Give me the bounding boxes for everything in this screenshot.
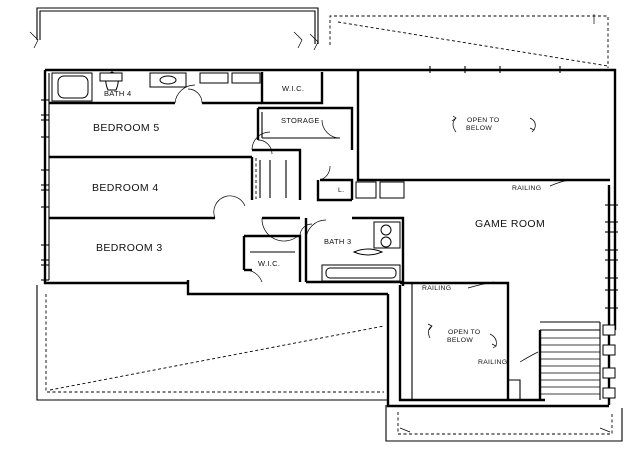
- note-railing-3: RAILING: [478, 359, 507, 366]
- note-railing-2: RAILING: [422, 285, 451, 292]
- label-bedroom-4: BEDROOM 4: [92, 182, 159, 194]
- right-windows: [602, 204, 618, 399]
- roof-outline-bottom-left: [36, 285, 388, 401]
- label-bath-4: BATH 4: [104, 89, 132, 98]
- door-swings: [213, 119, 341, 283]
- label-bedroom-5: BEDROOM 5: [93, 122, 160, 134]
- open-to-below-arrows: [427, 115, 536, 349]
- note-railing-1: RAILING: [512, 185, 541, 192]
- note-open-to-below-2-line2: BELOW: [447, 337, 473, 344]
- note-open-to-below-2-line1: OPEN TO: [448, 329, 480, 336]
- note-open-to-below-1-line2: BELOW: [466, 125, 492, 132]
- interior-walls: [49, 70, 610, 400]
- note-open-to-below-1-line1: OPEN TO: [467, 117, 499, 124]
- label-storage: STORAGE: [281, 116, 320, 125]
- label-wic-bottom: W.I.C.: [258, 259, 280, 268]
- stairs: [540, 321, 601, 400]
- top-windows: [429, 66, 561, 73]
- label-linen: L.: [338, 187, 344, 194]
- roof-outline-bottom-right: [385, 405, 623, 442]
- railing-leaders: [467, 179, 573, 363]
- label-wic-top: W.I.C.: [282, 84, 304, 93]
- label-game-room: GAME ROOM: [475, 218, 545, 230]
- bath4-fixtures: [51, 71, 261, 104]
- roof-outline-top: [29, 7, 609, 68]
- label-bath-3: BATH 3: [324, 237, 352, 246]
- bath3-fixtures: [305, 219, 401, 282]
- left-windows: [41, 99, 49, 281]
- label-bedroom-3: BEDROOM 3: [96, 242, 163, 254]
